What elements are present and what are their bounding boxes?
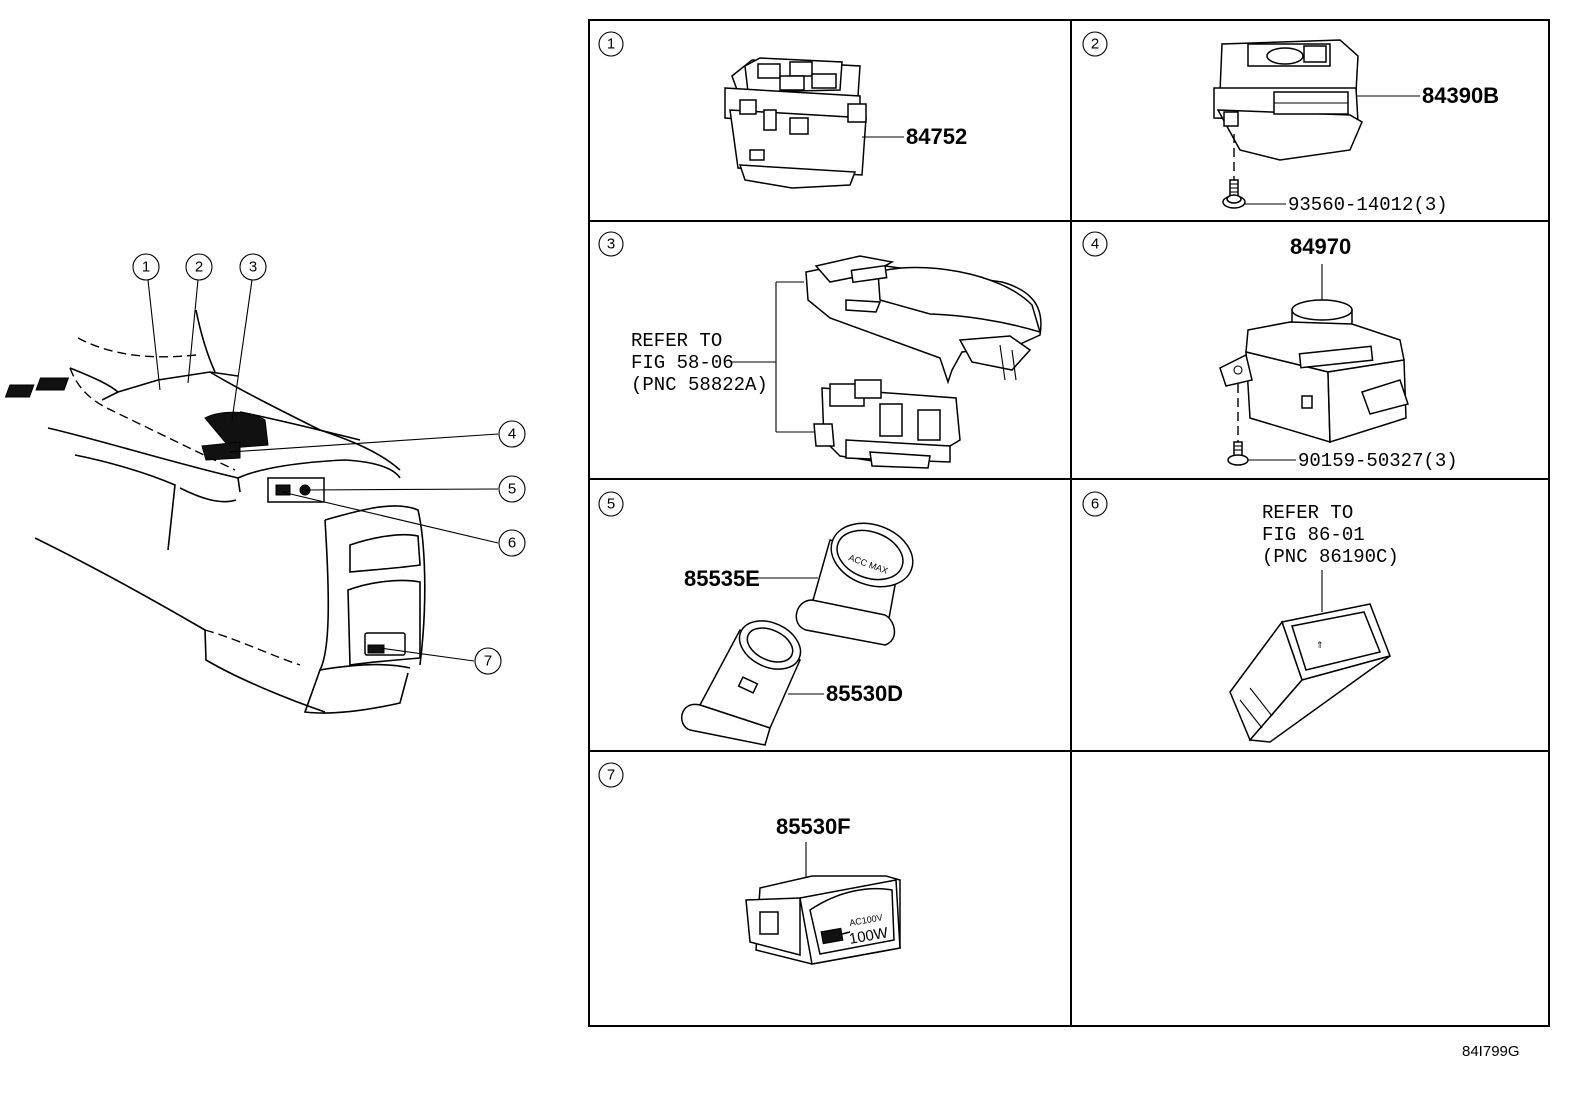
panel-number-text: 7 bbox=[607, 767, 615, 784]
callout-number: 7 bbox=[484, 653, 492, 670]
svg-text:⇑: ⇑ bbox=[1316, 640, 1324, 650]
panel-7-ac-outlet: 85530F AC100V 100W bbox=[745, 814, 901, 965]
panel-5-number: 5 bbox=[598, 491, 624, 517]
callout-5: 5 bbox=[498, 475, 526, 503]
panel-1-switch: 84752 bbox=[724, 57, 967, 189]
callout-number: 5 bbox=[508, 481, 516, 498]
part-number-85535E: 85535E bbox=[684, 566, 760, 591]
callout-number: 1 bbox=[142, 259, 150, 276]
outlet-marking-wattage: 100W bbox=[848, 924, 890, 948]
panel-3-console-cover: REFER TO FIG 58-06 (PNC 58822A) bbox=[631, 255, 1042, 469]
refer-text-line-1: REFER TO bbox=[1262, 502, 1353, 524]
panel-3-number: 3 bbox=[598, 231, 624, 257]
part-number-93560-14012: 93560-14012(3) bbox=[1288, 194, 1448, 216]
panel-2-module: 84390B 93560-14012(3) bbox=[1213, 39, 1499, 216]
console-overview bbox=[4, 309, 426, 714]
callout-4: 4 bbox=[498, 420, 526, 448]
refer-text-line-3: (PNC 58822A) bbox=[631, 374, 768, 396]
callout-1: 1 bbox=[132, 253, 160, 281]
panel-number-text: 6 bbox=[1091, 496, 1099, 513]
refer-text-line-1: REFER TO bbox=[631, 330, 722, 352]
refer-text-line-2: FIG 58-06 bbox=[631, 352, 734, 374]
part-number-85530D: 85530D bbox=[826, 681, 903, 706]
refer-text-line-2: FIG 86-01 bbox=[1262, 524, 1365, 546]
overview-leaders bbox=[147, 279, 499, 662]
part-number-84752: 84752 bbox=[906, 124, 967, 149]
panel-6-number: 6 bbox=[1082, 491, 1108, 517]
panel-2-number: 2 bbox=[1082, 31, 1108, 57]
part-number-84390B: 84390B bbox=[1422, 83, 1499, 108]
panel-5-power-socket: ACC MAX 85535E 85530D bbox=[680, 522, 914, 746]
diagram-code: 84I799G bbox=[1462, 1043, 1520, 1060]
callout-2: 2 bbox=[185, 253, 213, 281]
callout-number: 3 bbox=[249, 259, 257, 276]
callout-number: 2 bbox=[195, 259, 203, 276]
panel-number-text: 5 bbox=[607, 496, 615, 513]
panel-1-number: 1 bbox=[598, 31, 624, 57]
panel-4-number: 4 bbox=[1082, 231, 1108, 257]
panel-7-number: 7 bbox=[598, 762, 624, 788]
overview-callouts: 1 2 3 4 5 6 7 bbox=[132, 253, 526, 675]
panel-number-text: 1 bbox=[607, 36, 615, 53]
part-number-85530F: 85530F bbox=[776, 814, 851, 839]
screw-icon bbox=[1222, 179, 1246, 209]
panel-number-text: 4 bbox=[1091, 236, 1099, 253]
callout-number: 6 bbox=[508, 535, 516, 552]
callout-7: 7 bbox=[474, 647, 502, 675]
panel-4-controller: 84970 90159-50327(3) bbox=[1219, 234, 1458, 472]
panel-grid bbox=[588, 19, 1550, 1027]
plug-icon bbox=[820, 927, 851, 945]
panel-numbers: 1 2 3 4 5 6 7 bbox=[598, 31, 1108, 788]
callout-3: 3 bbox=[239, 253, 267, 281]
panel-number-text: 3 bbox=[607, 236, 615, 253]
panel-6-switch: REFER TO FIG 86-01 (PNC 86190C) ⇑ bbox=[1229, 502, 1399, 743]
callout-6: 6 bbox=[498, 529, 526, 557]
part-number-90159-50327: 90159-50327(3) bbox=[1298, 450, 1458, 472]
bolt-icon bbox=[1227, 441, 1249, 466]
panel-number-text: 2 bbox=[1091, 36, 1099, 53]
part-number-84970: 84970 bbox=[1290, 234, 1351, 259]
refer-text-line-3: (PNC 86190C) bbox=[1262, 546, 1399, 568]
callout-number: 4 bbox=[508, 426, 516, 443]
